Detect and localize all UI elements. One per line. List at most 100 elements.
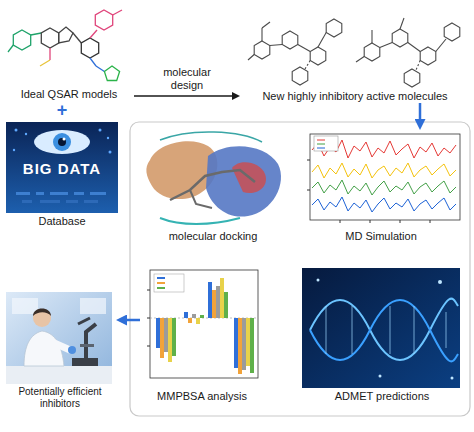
- energy-bar-chart: [154, 274, 184, 292]
- big-data-image: [16, 192, 30, 195]
- big-data-image: [63, 138, 66, 141]
- figure-caption: New highly inhibitory active molecules: [240, 90, 470, 103]
- molecule-figure: New highly inhibitory active molecules: [240, 4, 470, 103]
- docking-figure: molecular docking: [140, 130, 286, 243]
- designed-molecules: [392, 29, 408, 47]
- figure-caption: Potentially efficient inhibitors: [4, 386, 116, 410]
- designed-molecules: [262, 22, 270, 28]
- big-data-image: [53, 133, 71, 151]
- qsar-molecule: [104, 66, 119, 81]
- designed-molecules: [261, 28, 262, 41]
- energy-bar-chart: [242, 318, 246, 370]
- qsar-molecule: [13, 30, 30, 50]
- md-trajectory-chart: [400, 220, 401, 223]
- energy-bar-chart: [188, 318, 192, 323]
- big-data-image: [66, 200, 78, 203]
- qsar-molecule: [49, 48, 50, 60]
- designed-molecules: [400, 18, 404, 29]
- admet-image: [390, 306, 391, 354]
- figure-caption: Ideal QSAR models: [4, 88, 134, 101]
- figure-caption: MMPBSA analysis: [140, 390, 264, 403]
- md-trajectory-chart: [317, 148, 325, 149]
- designed-molecules: [326, 19, 342, 37]
- inhibitor-figure: Potentially efficient inhibitors: [4, 290, 116, 410]
- energy-bar-chart: [147, 290, 150, 291]
- figure-caption: ADMET predictions: [298, 390, 466, 403]
- energy-bar-chart: [196, 318, 200, 324]
- energy-bar-chart: [192, 314, 196, 318]
- md-trajectory-chart: [310, 134, 460, 220]
- energy-bar-chart: [220, 278, 224, 318]
- md-trajectory-chart: [317, 144, 325, 145]
- admet-figure: ADMET predictions: [298, 262, 466, 403]
- laboratory-image: [80, 298, 106, 314]
- qsar-molecule: [113, 10, 122, 15]
- big-data-image: [99, 129, 102, 132]
- md-trajectory-chart: [370, 220, 371, 223]
- big-data-image: [36, 192, 44, 195]
- qsar-molecule: [59, 27, 73, 43]
- docking-illustration: [160, 218, 240, 224]
- md-trajectory-chart: [312, 180, 456, 195]
- energy-bar-chart: [156, 318, 160, 348]
- laboratory-image: [6, 292, 112, 384]
- designed-molecules: [270, 45, 282, 46]
- md-figure: MD Simulation: [296, 130, 466, 243]
- designed-molecules: [310, 47, 326, 65]
- md-trajectory-chart: [430, 220, 431, 223]
- md-trajectory-chart: [312, 197, 456, 212]
- model-figure: Ideal QSAR models: [4, 4, 134, 101]
- energy-bar-chart: [157, 282, 165, 284]
- qsar-molecule: [8, 10, 122, 81]
- flow-arrow: [134, 95, 232, 96]
- qsar-molecule: [90, 30, 97, 38]
- big-data-image: [40, 200, 60, 203]
- energy-bar-chart: [250, 318, 254, 373]
- admet-image: [379, 375, 382, 378]
- figure-caption: molecular docking: [140, 230, 286, 243]
- admet-image: [451, 377, 454, 380]
- designed-molecules: [318, 33, 326, 48]
- designed-molecules: [408, 43, 420, 52]
- qsar-molecule: [95, 10, 112, 30]
- designed-molecules: [292, 67, 308, 85]
- big-data-image: [22, 200, 32, 203]
- banner-text: BIG DATA: [4, 160, 120, 178]
- docking-illustration: [206, 146, 281, 216]
- laboratory-image: [24, 331, 64, 366]
- designed-molecules: [404, 69, 420, 87]
- md-trajectory-chart: [340, 220, 341, 223]
- admet-image: [302, 268, 460, 388]
- process-panel-outline: [130, 122, 470, 416]
- plus-sign: +: [50, 101, 74, 119]
- big-data-image: [13, 149, 15, 151]
- energy-bar-chart: [157, 277, 165, 279]
- laboratory-image: [78, 318, 90, 324]
- laboratory-image: [80, 344, 94, 347]
- big-data-image: [107, 137, 109, 139]
- laboratory-image: [6, 366, 112, 384]
- designed-molecules: [420, 47, 436, 65]
- energy-bar-chart: [246, 318, 250, 366]
- md-trajectory-chart: [312, 163, 456, 178]
- designed-molecules: [298, 45, 310, 52]
- laboratory-image: [33, 309, 51, 327]
- figure-caption: Database: [4, 215, 120, 228]
- big-data-image: [50, 192, 68, 195]
- designed-molecules: [254, 41, 270, 59]
- admet-image: [414, 306, 415, 354]
- qsar-molecule: [73, 33, 81, 43]
- designed-molecules: [416, 61, 420, 71]
- docking-illustration: [160, 132, 262, 142]
- md-trajectory-chart: [307, 160, 310, 161]
- qsar-molecule: [81, 38, 98, 58]
- docking-illustration: [170, 170, 255, 200]
- energy-bar-chart: [234, 318, 238, 368]
- qsar-molecule: [40, 60, 50, 66]
- md-trajectory-chart: [317, 140, 325, 141]
- designed-molecules: [436, 39, 446, 52]
- energy-bar-chart: [150, 270, 258, 378]
- energy-bar-chart: [147, 270, 258, 378]
- energy-bar-chart: [208, 282, 212, 318]
